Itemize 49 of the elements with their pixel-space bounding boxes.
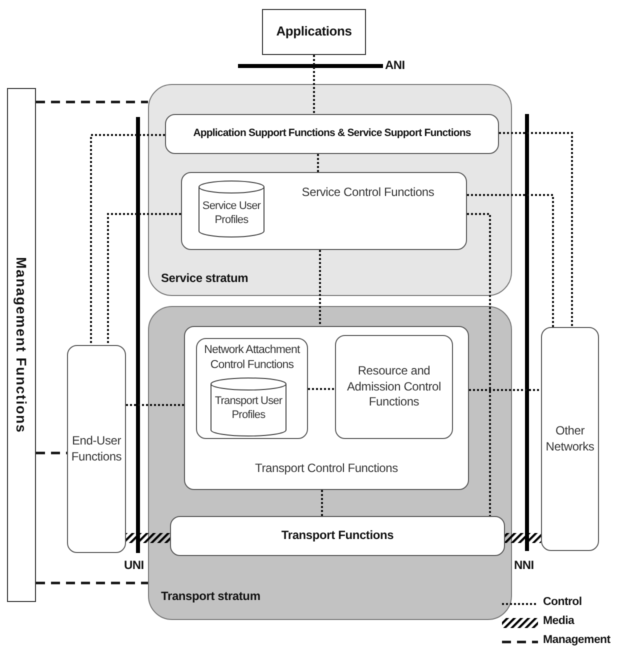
function-label: Service User Profiles [201,199,262,228]
function-label: Transport User Profiles [214,394,284,423]
interface-label: UNI [124,558,144,572]
control-line [107,213,181,345]
function-label: Service Control Functions [300,185,436,201]
box-label: Management Functions [12,256,31,436]
control-line [313,55,315,114]
management-line [36,582,148,584]
legend-label: Media [543,615,574,627]
control-line [319,250,321,326]
function-box [165,114,499,154]
function-box [67,345,126,553]
function-box [170,516,505,556]
management-line [36,100,148,104]
control-line [308,388,335,390]
control-line [467,213,491,516]
control-line [90,134,165,345]
function-label: Application Support Functions & Service Support Functions [192,127,472,141]
legend-label: Management [543,634,610,646]
stratum-label: Transport stratum [161,589,260,605]
control-line [467,194,554,327]
function-box [335,335,453,439]
control-line [469,389,541,391]
function-box [541,327,599,551]
interface-label: NNI [514,558,534,572]
management-line [36,452,67,454]
management-box [7,88,36,602]
function-box [184,326,469,490]
interface-label: ANI [385,58,405,72]
stratum-panel [148,306,512,620]
media-link [505,533,541,543]
control-line [321,490,323,516]
function-label: End-User Functions [70,433,123,465]
function-label: Network Attachment Control Functions [203,343,302,373]
stratum-panel [148,84,512,296]
function-label: Resource and Admission Control Functions [346,364,442,410]
control-line [499,132,573,327]
function-label: Other Networks [544,423,596,455]
legend-label: Control [543,596,582,608]
function-label: Transport Control Functions [254,461,399,477]
application-box [262,9,366,55]
box-label: Applications [275,24,353,40]
stratum-label: Service stratum [161,271,248,287]
function-box [181,172,467,250]
media-link [126,533,170,543]
function-label: Transport Functions [280,528,395,544]
control-line [317,154,319,172]
control-line [126,404,184,406]
function-box [196,338,308,439]
